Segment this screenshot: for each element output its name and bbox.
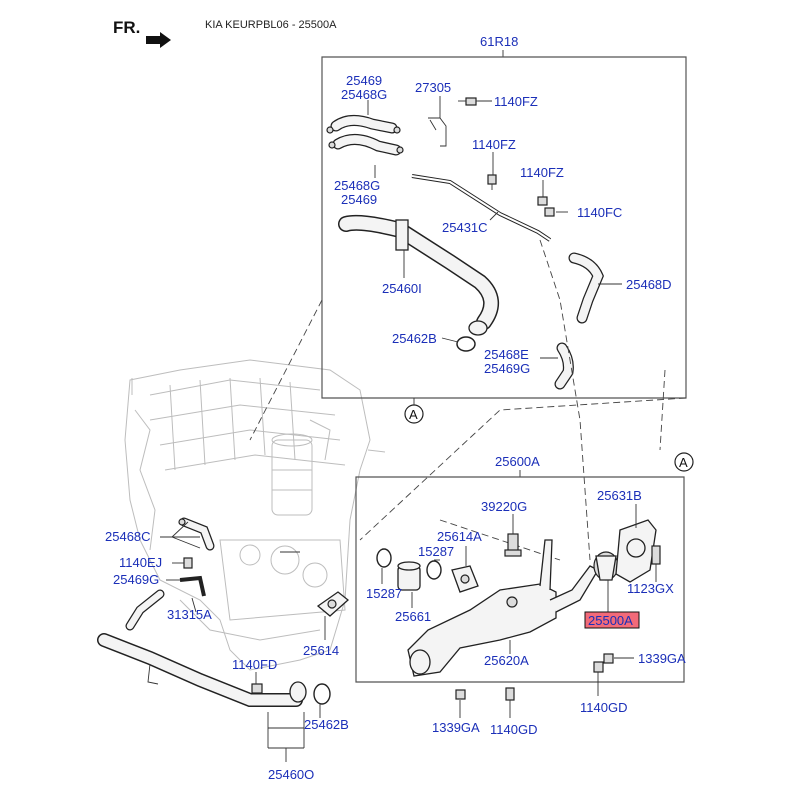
label-15287-a: 15287 — [418, 544, 454, 559]
bolt-1140ej — [183, 557, 193, 569]
label-25500a: 25500A — [588, 613, 633, 628]
lower-group-box — [355, 476, 685, 683]
engine-block-outline — [124, 359, 386, 671]
group-label-61r18: 61R18 — [480, 34, 518, 49]
front-arrow-icon — [146, 32, 171, 48]
label-1140gd-bottom: 1140GD — [490, 722, 537, 737]
label-25468d: 25468D — [626, 277, 672, 292]
hose-25469g-left — [125, 589, 165, 631]
oring-15287-a — [376, 548, 392, 568]
bolt-1123gx — [651, 545, 661, 565]
bolt-1140fd — [251, 683, 263, 694]
label-1140fc: 1140FC — [577, 205, 622, 220]
pipe-25661 — [397, 561, 421, 591]
label-25469-bot: 25469 — [341, 192, 377, 207]
label-25460i: 25460I — [382, 281, 422, 296]
bolt-1140gd-bottom — [505, 687, 515, 701]
pipe-25431c — [411, 174, 552, 242]
label-1140ej: 1140EJ — [119, 555, 162, 570]
oring-15287-b — [426, 560, 442, 580]
label-1339ga-right: 1339GA — [638, 651, 686, 666]
bolt-1140fz-c — [537, 196, 548, 206]
ref-a-lower-marker: A — [674, 452, 694, 472]
svg-text:A: A — [679, 455, 688, 470]
thermostat-25500a — [593, 551, 619, 581]
sensor-39220g — [504, 533, 522, 557]
label-25620a: 25620A — [484, 653, 529, 668]
diagram-title: KIA KEURPBL06 - 25500A — [205, 19, 337, 31]
pipe-25460o — [97, 633, 307, 707]
label-25431c: 25431C — [442, 220, 488, 235]
label-25468g-top: 25468G — [341, 87, 387, 102]
ref-a-upper-marker: A — [404, 404, 424, 424]
hose-25469-upper — [326, 115, 404, 156]
label-1140fz-a: 1140FZ — [494, 94, 538, 109]
pipe-25460i — [338, 214, 499, 336]
label-25468c: 25468C — [105, 529, 151, 544]
oring-25462b-upper — [456, 336, 476, 352]
hose-25468d — [568, 252, 604, 324]
fr-label: FR. — [113, 18, 140, 37]
label-1140fd: 1140FD — [232, 657, 277, 672]
svg-text:A: A — [409, 407, 418, 422]
label-25631b: 25631B — [597, 488, 642, 503]
label-31315a: 31315A — [167, 607, 212, 622]
bolt-1140fz-b — [487, 174, 497, 190]
nut-1339ga-right — [603, 653, 614, 664]
oring-25462b-bottom — [313, 683, 331, 705]
label-1123gx: 1123GX — [627, 581, 674, 596]
label-1140fz-b: 1140FZ — [472, 137, 516, 152]
bolt-1140gd-right — [593, 661, 604, 673]
hose-25468c — [178, 517, 215, 551]
label-25468e: 25468E — [484, 347, 529, 362]
label-27305: 27305 — [415, 80, 451, 95]
label-25460o: 25460O — [268, 767, 314, 782]
nut-1339ga-bottom — [455, 689, 466, 700]
label-25469g-top: 25469G — [484, 361, 530, 376]
label-25462b-bottom: 25462B — [304, 717, 349, 732]
water-housing-25620a — [407, 539, 599, 677]
label-25614a: 25614A — [437, 529, 482, 544]
label-15287-b: 15287 — [366, 586, 402, 601]
hose-25468e — [554, 342, 574, 390]
bracket-27305 — [428, 117, 447, 147]
label-25469-top: 25469 — [346, 73, 382, 88]
pipe-31315a — [179, 575, 206, 597]
label-25468g-bot: 25468G — [334, 178, 380, 193]
label-25462b-top: 25462B — [392, 331, 437, 346]
label-1339ga-bottom: 1339GA — [432, 720, 480, 735]
bolt-1140fz-a — [458, 97, 477, 106]
label-39220g: 39220G — [481, 499, 527, 514]
label-25614: 25614 — [303, 643, 339, 658]
highlight-25500a — [584, 611, 640, 629]
label-1140gd-right: 1140GD — [580, 700, 627, 715]
gasket-25614a — [451, 565, 479, 593]
label-25469g-left: 25469G — [113, 572, 159, 587]
label-25661: 25661 — [395, 609, 431, 624]
group-label-25600a: 25600A — [495, 454, 540, 469]
gasket-25614 — [316, 591, 350, 617]
cover-25631b — [615, 519, 657, 583]
bolt-1140fc — [544, 207, 555, 217]
label-1140fz-c: 1140FZ — [520, 165, 564, 180]
